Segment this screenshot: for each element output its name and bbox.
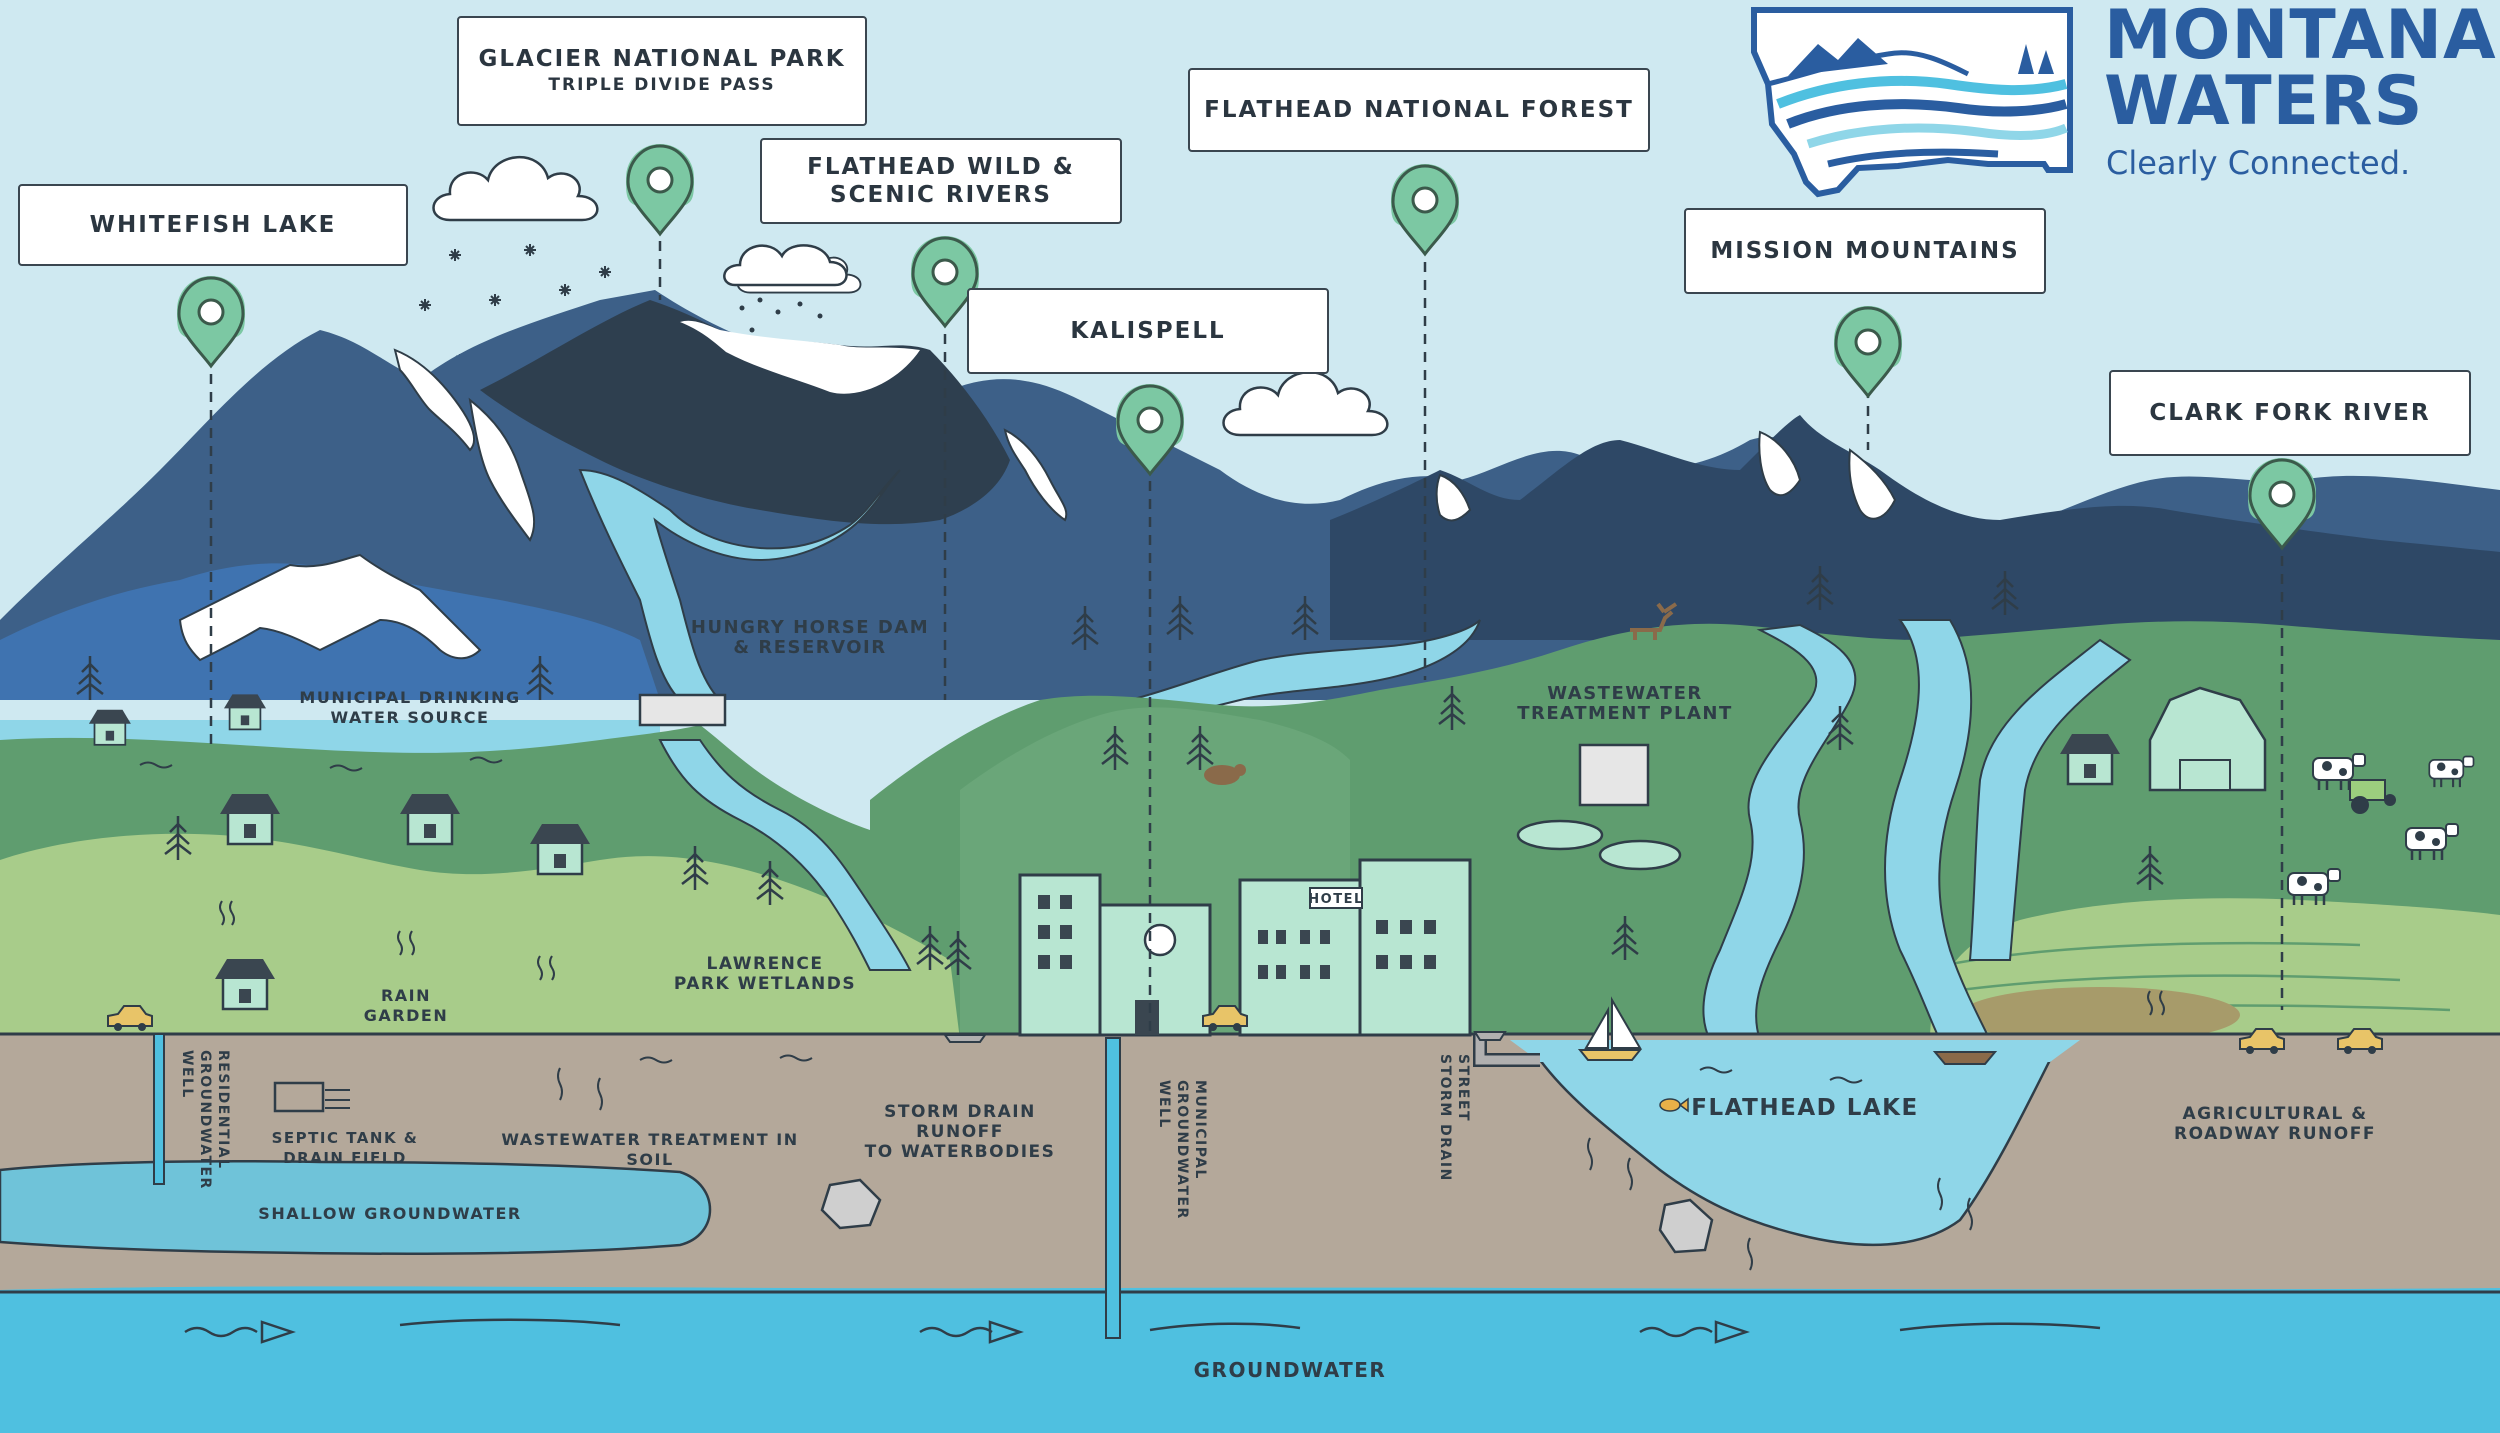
barn [2148,686,2267,792]
label-rain-garden: RAIN GARDEN [363,986,449,1025]
house-icon [88,708,132,746]
callout-whitefish-lake[interactable]: WHITEFISH LAKE [18,184,408,266]
house-icon [223,693,267,731]
wastewater-plant [1516,743,1682,871]
sailboat-icon [1577,996,1643,1061]
label-agricultural-runoff: AGRICULTURAL &ROADWAY RUNOFF [2174,1104,2376,1144]
fish-icon [1659,1097,1689,1113]
tractor-icon [2349,779,2396,814]
callout-flathead-national-forest[interactable]: FLATHEAD NATIONAL FOREST [1188,68,1650,152]
kalispell-buildings [1018,858,1472,1037]
cloud-icon [723,244,848,287]
callout-title: WHITEFISH LAKE [89,212,337,238]
callout-title: CLARK FORK RIVER [2149,400,2431,426]
callout-flathead-wild-scenic-rivers[interactable]: FLATHEAD WILD & SCENIC RIVERS [760,138,1122,224]
house-icon [2058,732,2122,786]
boat-icon [1932,1051,1998,1065]
callout-subtitle: TRIPLE DIVIDE PASS [548,75,776,95]
label-septic-tank: SEPTIC TANK &DRAIN FIELD [271,1129,419,1167]
label-hotel: HOTEL [1308,892,1364,907]
label-groundwater: GROUNDWATER [1193,1358,1387,1382]
callout-glacier-national-park[interactable]: GLACIER NATIONAL PARK TRIPLE DIVIDE PASS [457,16,867,126]
hungry-horse-dam [638,693,727,727]
callout-clark-fork-river[interactable]: CLARK FORK RIVER [2109,370,2471,456]
logo-tagline: Clearly Connected. [2106,144,2411,182]
callout-title: GLACIER NATIONAL PARK [478,46,846,72]
label-hungry-horse: HUNGRY HORSE DAM& RESERVOIR [690,617,930,658]
logo-title-line2: WATERS [2104,62,2424,141]
label-wastewater-soil: WASTEWATER TREATMENT IN SOIL [501,1130,799,1169]
moose-icon [1630,602,1678,640]
house-icon [218,792,282,846]
label-flathead-lake: FLATHEAD LAKE [1691,1095,1919,1121]
house-icon [528,822,592,876]
logo-title-line1: MONTANA [2104,0,2497,75]
label-shallow-groundwater: SHALLOW GROUNDWATER [258,1204,522,1223]
bear-icon [1204,764,1246,785]
callout-title: MISSION MOUNTAINS [1710,238,2020,264]
house-icon [213,957,277,1011]
callout-title-line1: FLATHEAD WILD & [807,154,1075,180]
montana-state-icon [1751,7,2073,198]
house-icon [398,792,462,846]
callout-title: FLATHEAD NATIONAL FOREST [1204,97,1634,123]
callout-title-line2: SCENIC RIVERS [830,182,1052,208]
callout-mission-mountains[interactable]: MISSION MOUNTAINS [1684,208,2046,294]
montana-waters-logo: MONTANA WATERS Clearly Connected. [1748,0,2496,204]
callout-title: KALISPELL [1070,318,1226,344]
septic-tank [273,1081,325,1113]
callout-kalispell[interactable]: KALISPELL [967,288,1329,374]
